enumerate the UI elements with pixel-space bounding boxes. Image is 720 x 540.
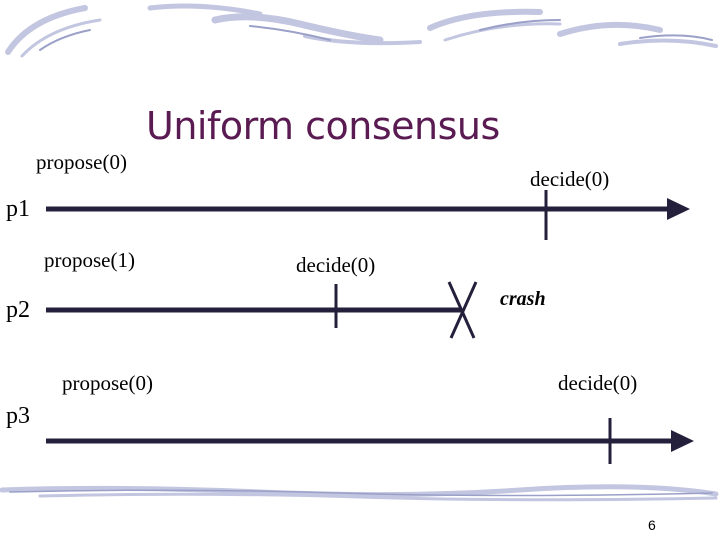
page-number: 6 [648, 517, 656, 533]
p1-decide-label: decide(0) [530, 167, 609, 192]
p2-decide-label: decide(0) [296, 253, 375, 278]
p1-propose-label: propose(0) [36, 150, 127, 175]
p2-propose-label: propose(1) [44, 248, 135, 273]
bottom-decoration [0, 482, 720, 504]
p1-label: p1 [6, 196, 30, 223]
p2-crash-label: crash [500, 288, 546, 311]
p3-propose-label: propose(0) [62, 371, 153, 396]
p3-arrowhead [671, 430, 694, 452]
p2-label: p2 [6, 297, 30, 324]
p3-decide-label: decide(0) [558, 371, 637, 396]
p1-arrowhead [667, 198, 690, 220]
p3-label: p3 [6, 403, 30, 430]
